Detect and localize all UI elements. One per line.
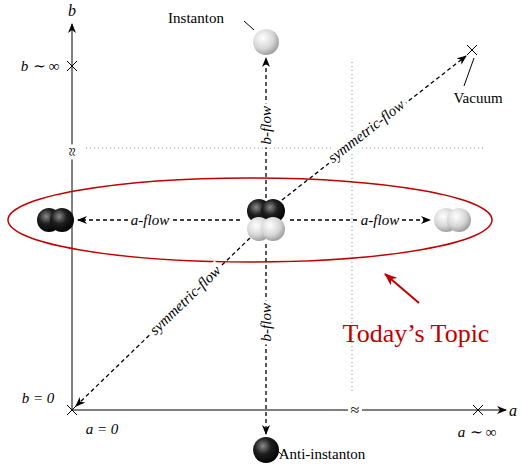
point-label: Vacuum xyxy=(453,90,502,107)
flow-label: a-flow xyxy=(128,212,172,229)
axis-value: a ∼ ∞ xyxy=(458,424,497,441)
flow-arrows xyxy=(76,56,466,434)
flow-label: a-flow xyxy=(358,212,402,229)
axis-value: b = 0 xyxy=(22,390,55,407)
flow-label: b-flow xyxy=(258,103,275,147)
flow-label: symmetric-flow xyxy=(322,94,410,168)
axis-label: b xyxy=(68,2,76,20)
leader-lines xyxy=(244,21,474,456)
highlight-ellipse xyxy=(8,178,492,262)
guide-line xyxy=(86,148,486,149)
axis-value: a = 0 xyxy=(86,421,119,438)
cross-marks xyxy=(67,45,483,415)
topic-callout: Today’s Topic xyxy=(343,320,490,349)
axis-break: ≈ xyxy=(348,401,363,419)
axis-label: a xyxy=(509,402,517,420)
a-axis xyxy=(72,410,506,411)
ball-label: Anti-instanton xyxy=(279,446,366,463)
axis-break: ≈ xyxy=(63,145,81,160)
flow-label: b-flow xyxy=(258,300,275,344)
balls xyxy=(37,29,471,463)
flow-label: symmetric-flow xyxy=(144,260,226,340)
ball-label: Instanton xyxy=(168,10,224,27)
topic-arrow xyxy=(385,274,419,303)
axis-value: b ∼ ∞ xyxy=(21,58,60,75)
